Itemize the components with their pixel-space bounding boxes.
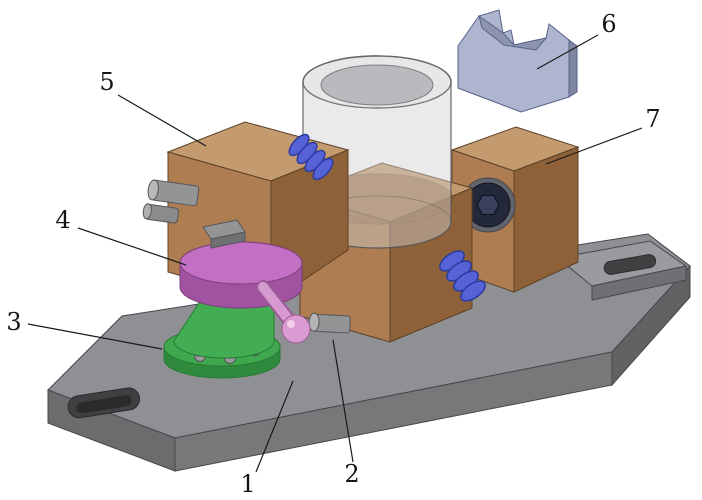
leader-line-6: [536, 34, 599, 70]
spring-left: [288, 133, 334, 181]
cylinder-bore: [320, 64, 434, 106]
callouts: 1 2 3 4 5 6 7: [6, 10, 660, 498]
callout-1: 1: [240, 470, 255, 498]
bracket-notch-face: [478, 14, 548, 51]
leader-line-4: [77, 227, 187, 266]
leader-line-3: [27, 323, 163, 350]
spring-right: [439, 250, 486, 302]
ball-handle: [256, 280, 311, 344]
hex-socket-screw: [460, 177, 516, 233]
cam-disc-top: [179, 241, 303, 285]
leader-line-1: [255, 380, 294, 473]
callout-5: 5: [99, 68, 114, 96]
leader-line-2: [332, 339, 354, 463]
cam-center-screw-head: [202, 219, 246, 249]
right-clamp-block: [450, 126, 580, 293]
guide-pin-lower: [142, 203, 180, 224]
callout-6: 6: [601, 10, 616, 38]
callout-7: 7: [645, 105, 660, 133]
callout-2: 2: [344, 460, 359, 488]
base-slot-right: [603, 254, 657, 275]
callout-4: 4: [55, 206, 70, 234]
right-block-side-face: [513, 146, 579, 293]
leader-line-7: [545, 127, 643, 165]
callout-3: 3: [6, 308, 21, 336]
cam-locator-assembly: [163, 219, 351, 379]
handle-ball-highlight: [287, 320, 295, 328]
corner-bracket: [457, 9, 578, 113]
base-slot-left: [67, 387, 141, 419]
leader-line-5: [117, 94, 207, 147]
clamping-screw: [308, 312, 351, 334]
base-right-face: [611, 264, 691, 387]
guide-pin-upper: [147, 179, 200, 207]
hex-socket: [476, 195, 500, 215]
handle-ball: [281, 314, 311, 344]
cam-disc: [179, 219, 303, 309]
base-rail-right: [556, 240, 688, 301]
